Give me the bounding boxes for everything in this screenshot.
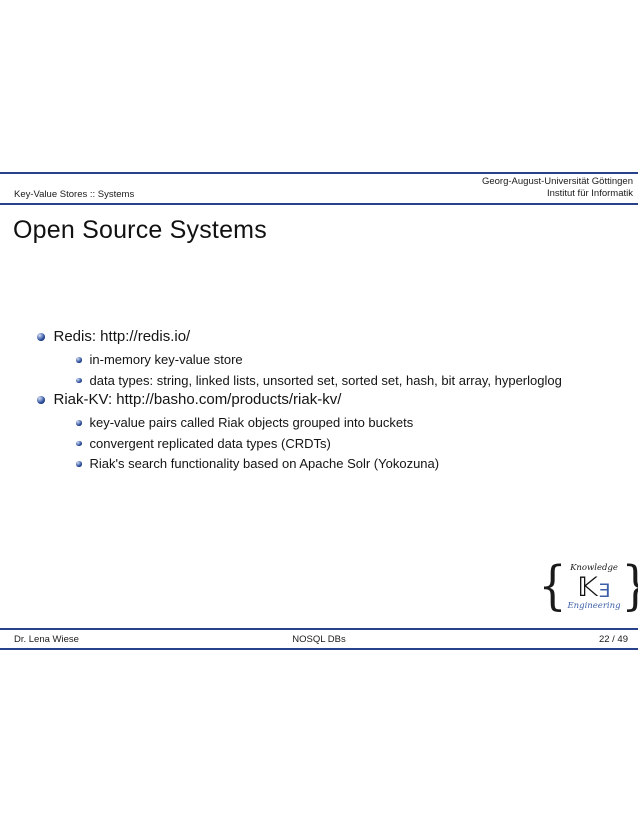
- header-rule-top: [0, 172, 638, 174]
- list-item-riak-block: Riak-KV: http://basho.com/products/riak-…: [36, 391, 616, 475]
- sublist-item-label: key-value pairs called Riak objects grou…: [89, 415, 414, 430]
- logo-monogram: 𝕂 Ǝ: [577, 574, 610, 601]
- sublist-item-label: Riak's search functionality based on Apa…: [89, 456, 440, 471]
- logo-engineering-text: Engineering: [567, 600, 621, 611]
- sublist-item-label: data types: string, linked lists, unsort…: [89, 372, 562, 388]
- footer-rule-top: [0, 628, 638, 630]
- bullet-icon: [76, 461, 82, 467]
- logo-k-glyph-icon: 𝕂: [577, 571, 598, 603]
- sublist-item-label: convergent replicated data types (CRDTs): [89, 435, 331, 451]
- header-breadcrumb: Key-Value Stores :: Systems: [14, 189, 135, 200]
- sublist-item: convergent replicated data types (CRDTs): [75, 434, 616, 455]
- sublist-item: key-value pairs called Riak objects grou…: [75, 413, 616, 434]
- sublist-item: Riak's search functionality based on Apa…: [75, 454, 616, 475]
- list-item-label: Redis: http://redis.io/: [53, 328, 191, 345]
- logo-center: Knowledge 𝕂 Ǝ Engineering: [567, 562, 621, 611]
- bullet-icon: [37, 333, 45, 341]
- footer-course-name: NOSQL DBs: [292, 634, 346, 645]
- bullet-icon: [76, 357, 82, 363]
- list-item: Redis: http://redis.io/: [36, 328, 616, 346]
- sublist-item: data types: string, linked lists, unsort…: [75, 371, 616, 392]
- bullet-icon: [37, 396, 45, 404]
- slide-title: Open Source Systems: [13, 216, 267, 244]
- header-rule-bottom: [0, 203, 638, 205]
- bullet-icon: [76, 420, 82, 426]
- slide-header: Key-Value Stores :: Systems Georg-August…: [0, 174, 638, 203]
- footer-rule-bottom: [0, 648, 638, 650]
- bullet-icon: [76, 440, 82, 446]
- logo-knowledge-text: Knowledge: [570, 562, 618, 573]
- knowledge-engineering-logo: { Knowledge 𝕂 Ǝ Engineering }: [538, 557, 638, 617]
- header-institution-line2: Institut für Informatik: [546, 187, 633, 199]
- sublist: in-memory key-value store data types: st…: [75, 350, 616, 391]
- footer-page-number: 22 / 49: [598, 634, 628, 645]
- slide-footer: NOSQL DBs Dr. Lena Wiese 22 / 49: [0, 630, 638, 648]
- sublist-item: in-memory key-value store: [75, 350, 616, 371]
- header-institution-line1: Georg-August-Universität Göttingen: [481, 176, 633, 187]
- sublist: key-value pairs called Riak objects grou…: [75, 413, 616, 475]
- list-item-label: Riak-KV: http://basho.com/products/riak-…: [53, 391, 342, 408]
- footer-author: Dr. Lena Wiese: [14, 634, 79, 645]
- list-item-redis-block: Redis: http://redis.io/ in-memory key-va…: [36, 328, 616, 391]
- header-institution: Georg-August-Universität Göttingen Insti…: [482, 176, 633, 199]
- logo-e-glyph-icon: Ǝ: [598, 579, 611, 602]
- sublist-item-label: in-memory key-value store: [89, 352, 243, 367]
- bullet-icon: [76, 377, 82, 383]
- bullet-list: Redis: http://redis.io/ in-memory key-va…: [36, 328, 616, 475]
- logo-left-brace: {: [538, 556, 567, 617]
- logo-right-brace: }: [622, 560, 638, 613]
- list-item: Riak-KV: http://basho.com/products/riak-…: [36, 391, 616, 409]
